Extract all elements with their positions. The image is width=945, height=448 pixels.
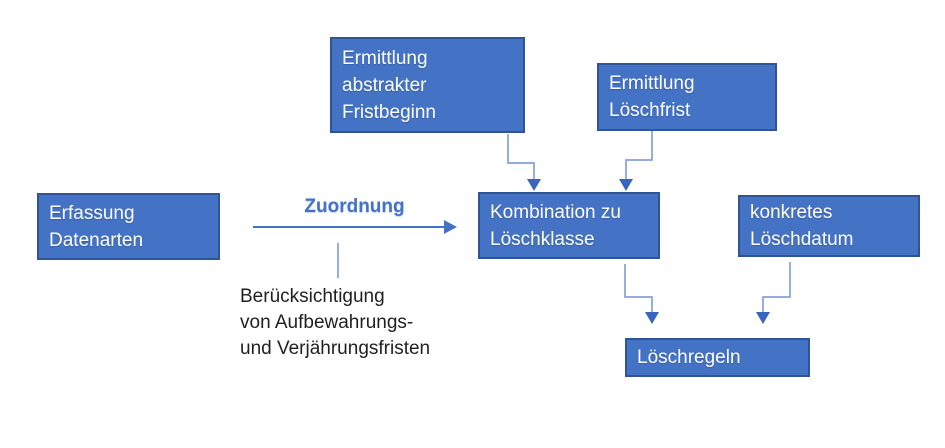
zuordnung-label: Zuordnung [304,196,405,217]
box-label-line: Datenarten [49,229,144,251]
box-ermittlung-abstrakter-fristbeginn: Ermittlung abstrakter Fristbeginn [330,37,525,133]
note-line: Berücksichtigung [240,286,385,307]
box-label-line: Ermittlung [342,47,428,69]
box-label-line: Löschdatum [750,229,854,250]
arrow-down-icon [756,312,770,324]
box-label-line: Erfassung [49,202,135,224]
box-label-line: abstrakter [342,74,427,96]
box-label-line: Fristbeginn [342,101,436,123]
note-line: und Verjährungsfristen [240,338,431,359]
note-aufbewahrungsfristen: Berücksichtigung von Aufbewahrungs- und … [240,284,430,362]
box-label-line: Löschregeln [637,347,741,368]
arrow-down-icon [527,179,541,191]
box-label-line: Löschklasse [490,228,595,250]
box-label-line: konkretes [750,202,833,223]
arrow-down-icon [619,179,633,191]
connector-kombination-to-loeschregeln [624,264,659,324]
connector-loeschfrist-to-kombination [619,131,653,191]
box-label-line: Ermittlung [609,73,695,94]
box-erfassung-datenarten: Erfassung Datenarten [37,193,220,260]
note-line: von Aufbewahrungs- [240,312,414,333]
box-label-line: Löschfrist [609,100,691,121]
box-ermittlung-loeschfrist: Ermittlung Löschfrist [597,63,777,131]
arrow-down-icon [645,312,659,324]
box-label-line: Kombination zu [490,201,621,223]
box-konkretes-loeschdatum: konkretes Löschdatum [738,195,920,257]
connector-erfassung-to-kombination [253,220,457,234]
box-kombination-zu-loeschklasse: Kombination zu Löschklasse [478,192,660,259]
box-loeschregeln: Löschregeln [625,338,810,377]
arrow-right-icon [444,220,457,234]
connector-loeschdatum-to-loeschregeln [756,262,791,324]
connector-fristbeginn-to-kombination [507,134,541,191]
